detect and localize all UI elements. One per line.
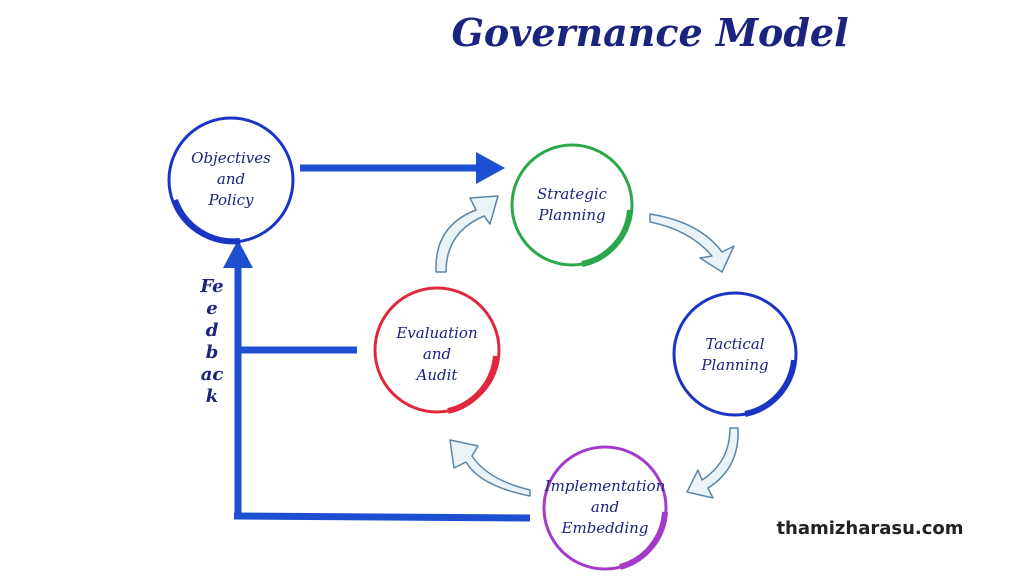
evaluation-label: Evaluation and Audit bbox=[396, 324, 478, 384]
objectives-label: Objectives and Policy bbox=[191, 149, 271, 209]
feedback-bottom-line bbox=[233, 512, 531, 522]
feedback-label: Feedback bbox=[200, 276, 224, 407]
node-evaluation bbox=[373, 286, 501, 414]
cycle-arrow-strategic-to-tactical bbox=[649, 213, 735, 273]
feedback-up-arrowhead bbox=[223, 240, 253, 268]
implementation-label: Implementation and Embedding bbox=[544, 477, 666, 537]
diagram-title: Governance Model bbox=[451, 10, 849, 55]
node-strategic bbox=[510, 143, 634, 267]
cycle-arrow-implementation-to-evaluation bbox=[449, 439, 531, 497]
website-label: thamizharasu.com bbox=[776, 518, 964, 539]
feedback-lines bbox=[233, 164, 531, 522]
cycle-arrow-tactical-to-implementation bbox=[686, 427, 739, 499]
node-objectives bbox=[167, 116, 295, 245]
tactical-label: Tactical Planning bbox=[701, 335, 769, 374]
node-tactical bbox=[672, 291, 798, 417]
node-implementation bbox=[542, 445, 668, 571]
strategic-label: Strategic Planning bbox=[536, 185, 608, 224]
objectives-to-strategic-arrowhead bbox=[476, 152, 505, 184]
cycle-arrow-evaluation-to-strategic bbox=[435, 195, 499, 273]
